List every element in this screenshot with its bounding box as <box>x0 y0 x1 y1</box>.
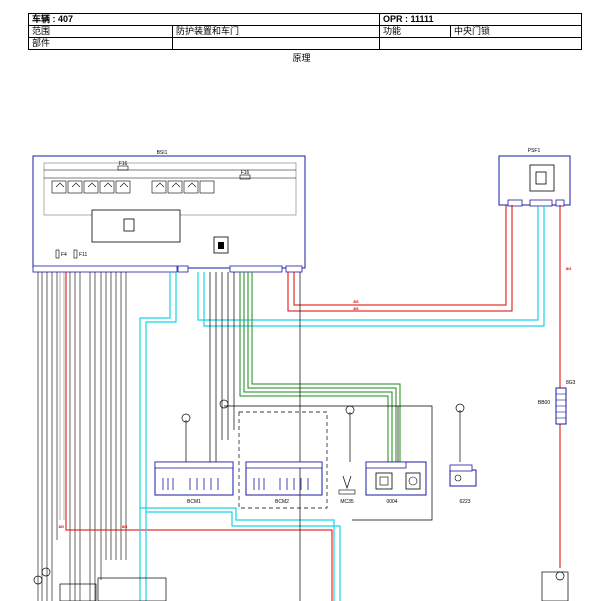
u-module: 0004 <box>365 461 427 505</box>
page-subtitle: 原理 <box>292 53 311 63</box>
red-label-3: 8G <box>353 306 358 311</box>
bsi-label: BSI1 <box>157 150 168 156</box>
bcm2-module: BCM2 <box>238 411 328 509</box>
header-table: 车辆 : 407 OPR : 11111 范围防护装置和车门 功能 中央门锁 部… <box>28 13 582 50</box>
red-label-5: 8G <box>122 524 127 529</box>
psf-module: PSF1 <box>498 148 571 207</box>
fuse-f11-label: F11 <box>79 252 87 258</box>
right-module: 6223 <box>449 464 477 505</box>
parts-empty <box>379 37 582 50</box>
connector-block: BB00 8G3 <box>538 380 576 425</box>
right-module-label: 6223 <box>459 499 470 505</box>
scope-label: 范围 <box>30 26 173 37</box>
psf-label: PSF1 <box>528 148 541 154</box>
connector-code-label: 8G3 <box>566 380 576 386</box>
bcm2-label: BCM2 <box>275 499 289 505</box>
fuse-f16b-label: F16 <box>241 170 250 176</box>
bsi-module: BSI1 F16 F16 F4 F11 <box>32 150 306 273</box>
green-wires <box>239 272 401 462</box>
scope-value: 防护装置和车门 <box>176 26 240 37</box>
connector-label: BB00 <box>538 400 550 406</box>
cyan-wires <box>139 205 545 601</box>
bcm1-module: BCM1 <box>154 461 234 505</box>
red-label-4: 8G <box>566 266 571 271</box>
mc-module: MC35 <box>338 475 356 505</box>
parts-label: 部件 <box>30 38 173 49</box>
parts-row: 部件 <box>28 37 380 50</box>
red-label-1: 8G <box>59 524 64 529</box>
red-label-2: 8G <box>353 299 358 304</box>
u-label: 0004 <box>386 499 397 505</box>
mc-label: MC35 <box>340 499 354 505</box>
fuse-f16a-label: F16 <box>119 161 128 167</box>
fuse-f4-label: F4 <box>61 252 67 258</box>
red-wires <box>65 205 561 601</box>
bcm1-label: BCM1 <box>187 499 201 505</box>
